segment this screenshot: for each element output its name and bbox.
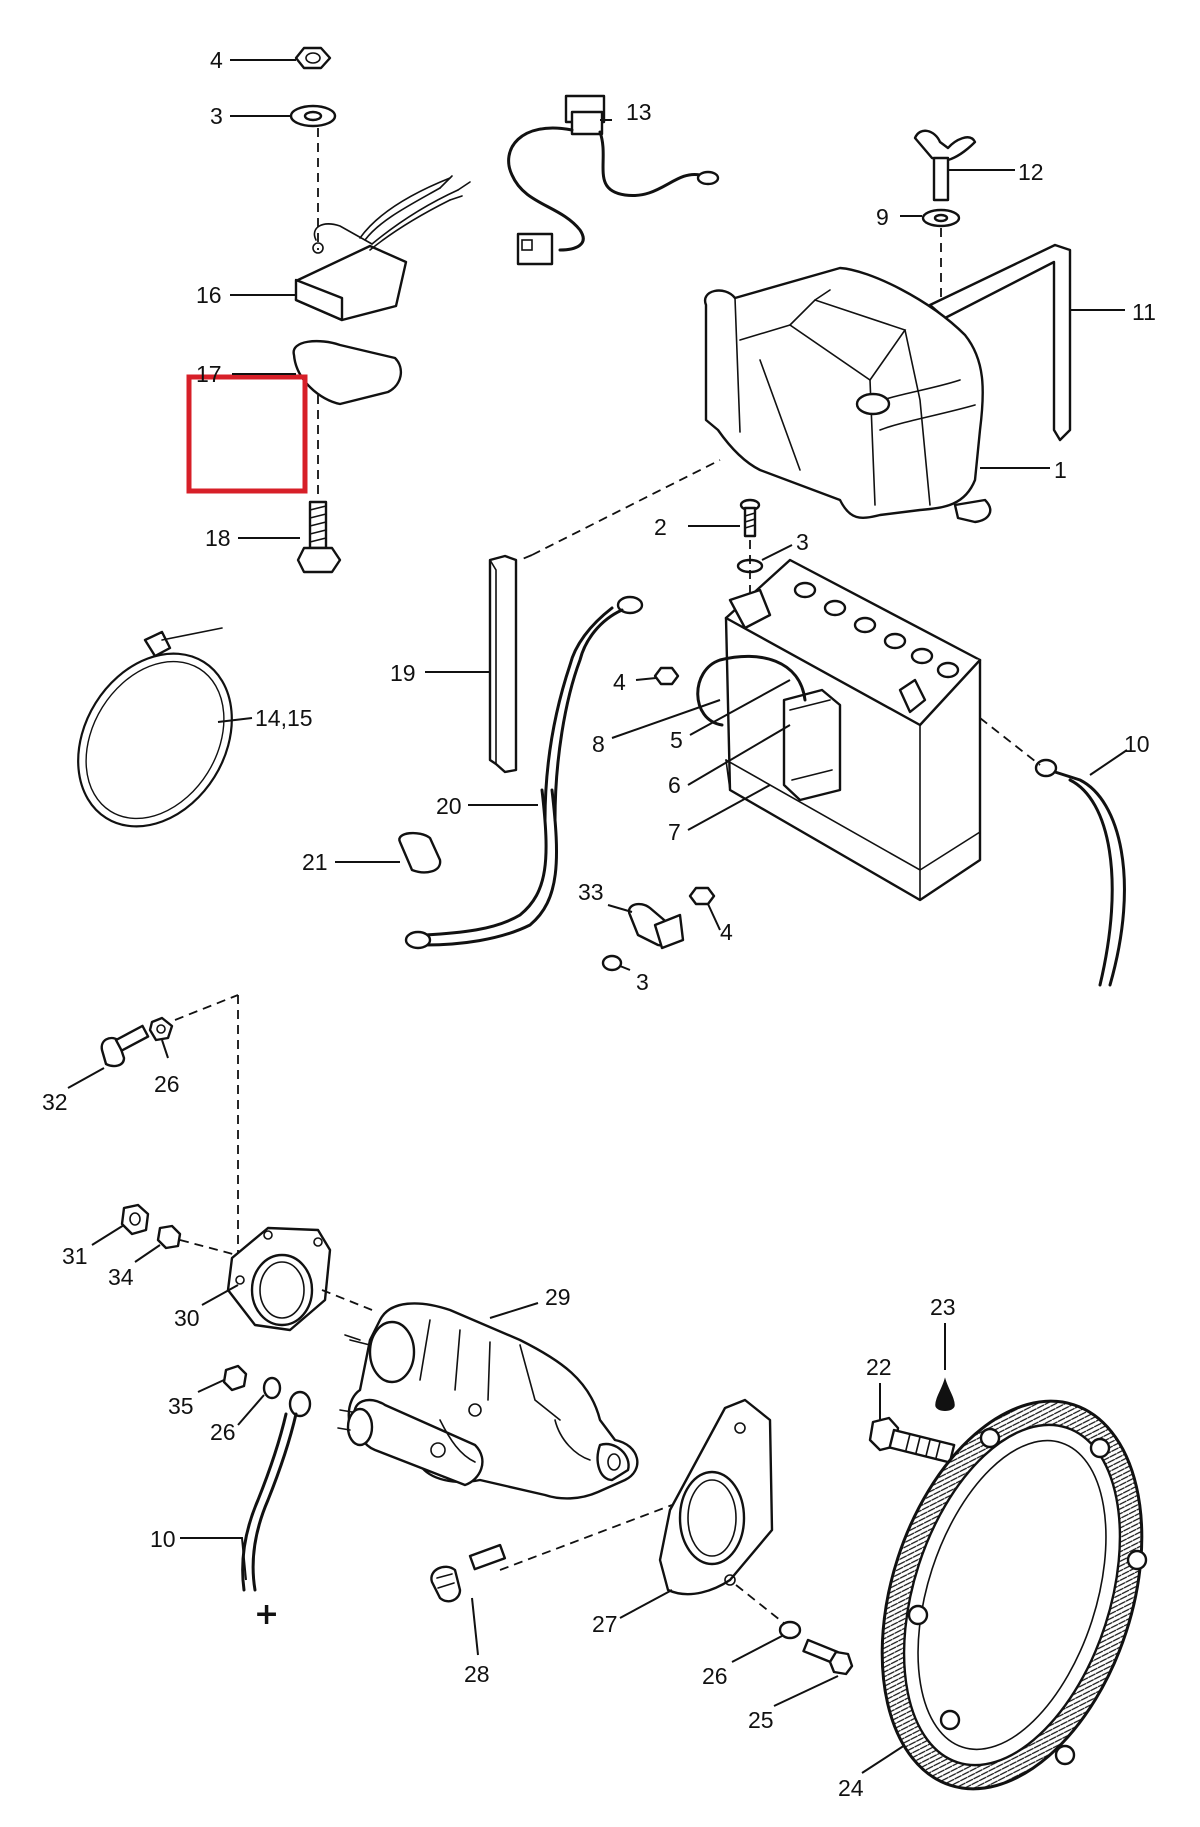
part-14-cable-tie bbox=[77, 627, 233, 828]
callout-19: 19 bbox=[390, 660, 416, 686]
part-4-nut-clip bbox=[688, 886, 716, 906]
part-27-starter-bracket bbox=[658, 1398, 774, 1596]
part-31-nut bbox=[120, 1203, 150, 1236]
battery bbox=[696, 558, 982, 902]
callout-10-positive: 10 bbox=[150, 1526, 176, 1552]
part-24-ring-gear bbox=[880, 1399, 1148, 1791]
highlight-box bbox=[186, 374, 308, 494]
callout-14-15: 14,15 bbox=[255, 705, 313, 731]
callout-16: 16 bbox=[196, 282, 222, 308]
part-20-positive-cable bbox=[404, 595, 644, 950]
callout-1: 1 bbox=[1054, 457, 1067, 483]
part-19-strap bbox=[488, 554, 518, 774]
callout-29: 29 bbox=[545, 1284, 571, 1310]
callout-5: 5 bbox=[670, 727, 683, 753]
callout-9: 9 bbox=[876, 204, 889, 230]
part-10-cable-positive bbox=[241, 1390, 312, 1592]
callout-13: 13 bbox=[626, 99, 652, 125]
callout-18: 18 bbox=[205, 525, 231, 551]
callout-8: 8 bbox=[592, 731, 605, 757]
callout-23: 23 bbox=[930, 1294, 956, 1320]
part-32-bolt bbox=[100, 1024, 150, 1068]
part-26-washer-a bbox=[148, 1016, 174, 1042]
callout-24: 24 bbox=[838, 1775, 864, 1801]
part-13-fuse-harness bbox=[507, 94, 720, 266]
callout-labels: 4 3 16 17 18 13 12 9 11 1 2 3 4 8 5 6 7 … bbox=[42, 47, 1156, 1801]
part-23-thread-locker-drop bbox=[935, 1377, 955, 1411]
callout-4-battery: 4 bbox=[613, 669, 626, 695]
leader-lines bbox=[67, 59, 1128, 1774]
callout-4: 4 bbox=[210, 47, 223, 73]
part-25-bolt bbox=[802, 1638, 854, 1676]
part-10-cable-negative bbox=[1034, 758, 1126, 987]
part-18-bolt bbox=[296, 500, 342, 574]
part-1-battery-cover bbox=[703, 266, 992, 524]
callout-10-negative: 10 bbox=[1124, 731, 1150, 757]
part-17-gasket bbox=[292, 339, 403, 406]
callout-32: 32 bbox=[42, 1089, 68, 1115]
callout-12: 12 bbox=[1018, 159, 1044, 185]
part-3-washer-clip bbox=[601, 954, 623, 972]
callout-33: 33 bbox=[578, 879, 604, 905]
part-29-starter-motor bbox=[337, 1302, 639, 1500]
callout-34: 34 bbox=[108, 1264, 134, 1290]
callout-2: 2 bbox=[654, 514, 667, 540]
part-35-nut bbox=[222, 1364, 248, 1392]
callout-30: 30 bbox=[174, 1305, 200, 1331]
callout-27: 27 bbox=[592, 1611, 618, 1637]
callout-31: 31 bbox=[62, 1243, 88, 1269]
callout-21: 21 bbox=[302, 849, 328, 875]
callout-26-top: 26 bbox=[154, 1071, 180, 1097]
part-26-washer-b bbox=[262, 1376, 282, 1400]
callout-3-clip: 3 bbox=[636, 969, 649, 995]
callout-26-bottom: 26 bbox=[702, 1663, 728, 1689]
callout-35: 35 bbox=[168, 1393, 194, 1419]
callout-3-battery: 3 bbox=[796, 529, 809, 555]
callout-22: 22 bbox=[866, 1354, 892, 1380]
callout-7: 7 bbox=[668, 819, 681, 845]
part-4-nut-top bbox=[294, 46, 332, 70]
part-4-nut-battery bbox=[653, 666, 680, 686]
callout-3: 3 bbox=[210, 103, 223, 129]
part-16-regulator bbox=[294, 175, 471, 322]
callout-25: 25 bbox=[748, 1707, 774, 1733]
callout-28: 28 bbox=[464, 1661, 490, 1687]
part-28-bolt bbox=[430, 1543, 507, 1603]
part-33-cable-clip bbox=[627, 902, 685, 950]
part-21-terminal-boot bbox=[398, 831, 442, 874]
part-9-washer bbox=[921, 208, 961, 228]
polarity-plus: + bbox=[254, 1597, 279, 1632]
callout-17: 17 bbox=[196, 361, 222, 387]
callout-6: 6 bbox=[668, 772, 681, 798]
part-3-washer-top bbox=[289, 104, 337, 128]
callout-11: 11 bbox=[1132, 299, 1156, 325]
part-34-nut bbox=[156, 1224, 182, 1250]
part-2-screw bbox=[739, 498, 761, 538]
part-30-mounting-plate bbox=[226, 1226, 332, 1332]
part-12-wing-bolt bbox=[913, 129, 977, 202]
callout-26-mid: 26 bbox=[210, 1419, 236, 1445]
part-11-hold-down-strap bbox=[928, 243, 1072, 442]
part-22-bolt bbox=[868, 1416, 956, 1464]
part-26-washer-c bbox=[778, 1620, 802, 1640]
callout-20: 20 bbox=[436, 793, 462, 819]
callout-4-clip: 4 bbox=[720, 919, 733, 945]
